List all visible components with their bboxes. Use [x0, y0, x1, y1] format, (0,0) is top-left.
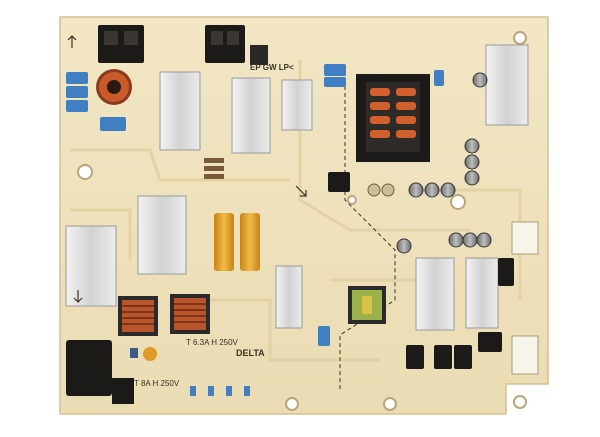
orange-capacitors [214, 213, 260, 271]
standby-transformer [348, 286, 386, 324]
mounting-holes [77, 31, 527, 411]
toroid-inductor [96, 69, 132, 105]
fuse-rating-top: T 6.3A H 250V [186, 338, 239, 347]
white-connectors [511, 221, 539, 375]
fuse-rating-bottom: T 8A H 250V [134, 379, 180, 388]
electrolytic-capacitors [396, 72, 492, 254]
main-transformer [356, 74, 430, 162]
small-components [130, 158, 395, 396]
silkscreen-arrows [67, 35, 307, 303]
connector-silkscreen-label: EP GW LP< [250, 63, 294, 72]
manufacturer-logo: DELTA [236, 348, 265, 358]
black-connectors-top [98, 25, 268, 65]
black-components [66, 172, 514, 404]
common-mode-chokes [118, 294, 210, 336]
white-heatsinks [65, 44, 529, 331]
